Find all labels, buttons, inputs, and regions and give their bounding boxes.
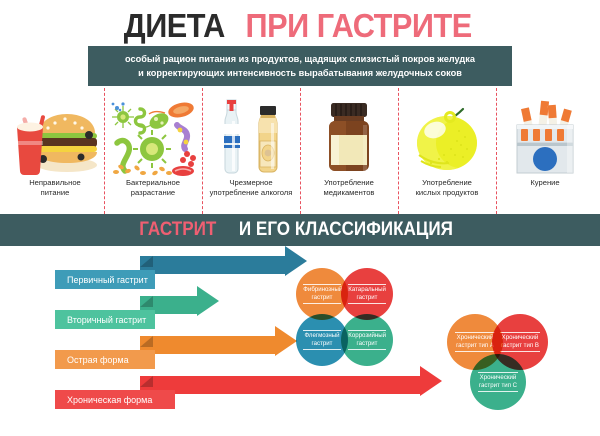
cause-item-bacterial-overgrowth: Бактериальное разрастание [104, 88, 202, 214]
subtitle-line-2: и корректирующих интенсивность вырабатыв… [138, 68, 462, 78]
cause-label-line1: Бактериальное [126, 178, 180, 187]
classification-diagram: Первичный гастрит Вторичный гастрит Остр… [0, 246, 600, 436]
arrow-row-chronic[interactable]: Хроническая форма [0, 366, 600, 412]
arrow-row-primary[interactable]: Первичный гастрит [0, 246, 600, 292]
cause-item-alcohol: Чрезмерное употребление алкоголя [202, 88, 300, 214]
arrow-head [197, 286, 219, 316]
arrow-label-acute: Острая форма [55, 350, 155, 369]
alcohol-bottles-icon [204, 96, 298, 178]
cause-label-line1: Употребление [324, 178, 374, 187]
cause-label-line2: употребление алкоголя [209, 188, 293, 197]
circle-phlegmonous-gastritis[interactable]: Флегмозный гастрит [296, 314, 348, 366]
cause-label-line2: питание [40, 188, 70, 197]
section-header-rest: И ЕГО КЛАССИФИКАЦИЯ [238, 219, 453, 240]
cause-item-medications: Употребление медикаментов [300, 88, 398, 214]
cause-label-line2: разрастание [130, 188, 176, 197]
arrow-row-secondary[interactable]: Вторичный гастрит [0, 286, 600, 332]
page-title-part2: ПРИ ГАСТРИТЕ [245, 6, 473, 44]
circle-chronic-gastritis-type-c[interactable]: Хронический гастрит тип C [470, 354, 526, 410]
cause-label-line1: Чрезмерное [229, 178, 273, 187]
cause-label-line2: кислых продуктов [415, 188, 479, 197]
cause-label-line1: Неправильное [29, 178, 81, 187]
circle-fibrinous-gastritis[interactable]: Фибринозный гастрит [296, 268, 348, 320]
arrow-label-chronic: Хроническая форма [55, 390, 175, 409]
cigarette-pack-icon [498, 96, 592, 178]
arrow-shaft [140, 376, 420, 394]
causes-strip: Неправильное питание [0, 86, 600, 214]
section-header: ГАСТРИТ И ЕГО КЛАССИФИКАЦИЯ [0, 214, 600, 246]
arrow-shaft [140, 256, 285, 274]
cause-item-poor-nutrition: Неправильное питание [6, 92, 104, 212]
arrow-notch [140, 376, 153, 387]
lemon-icon [400, 96, 494, 178]
arrow-head [285, 246, 307, 276]
arrow-notch [140, 336, 153, 347]
arrow-notch [140, 256, 153, 267]
arrow-notch [140, 296, 153, 307]
arrow-shaft [140, 336, 275, 354]
burger-and-soda-icon [8, 96, 102, 178]
cause-item-acidic-foods: Употребление кислых продуктов [398, 88, 496, 214]
arrow-row-acute[interactable]: Острая форма [0, 326, 600, 372]
cause-label-line1: Употребление [422, 178, 472, 187]
arrow-label-primary: Первичный гастрит [55, 270, 155, 289]
cause-label-line2: медикаментов [323, 188, 375, 197]
arrow-head [420, 366, 442, 396]
subtitle-banner: особый рацион питания из продуктов, щадя… [88, 46, 512, 86]
section-header-highlight: ГАСТРИТ [139, 219, 217, 240]
arrow-label-secondary: Вторичный гастрит [55, 310, 155, 329]
medicine-bottle-icon [302, 96, 396, 178]
cause-label-line1: Курение [530, 178, 560, 187]
arrow-shaft [140, 296, 197, 314]
circle-catarrhal-gastritis[interactable]: Катаральный гастрит [341, 268, 393, 320]
subtitle-line-1: особый рацион питания из продуктов, щадя… [125, 54, 475, 64]
circle-corrosive-gastritis[interactable]: Коррозийный гастрит [341, 314, 393, 366]
arrow-head [275, 326, 297, 356]
page-title-part1: ДИЕТА [123, 6, 225, 44]
bacteria-icon [106, 96, 200, 178]
page-title: ДИЕТА ПРИ ГАСТРИТЕ [0, 0, 600, 46]
cause-item-smoking: Курение [496, 88, 594, 214]
